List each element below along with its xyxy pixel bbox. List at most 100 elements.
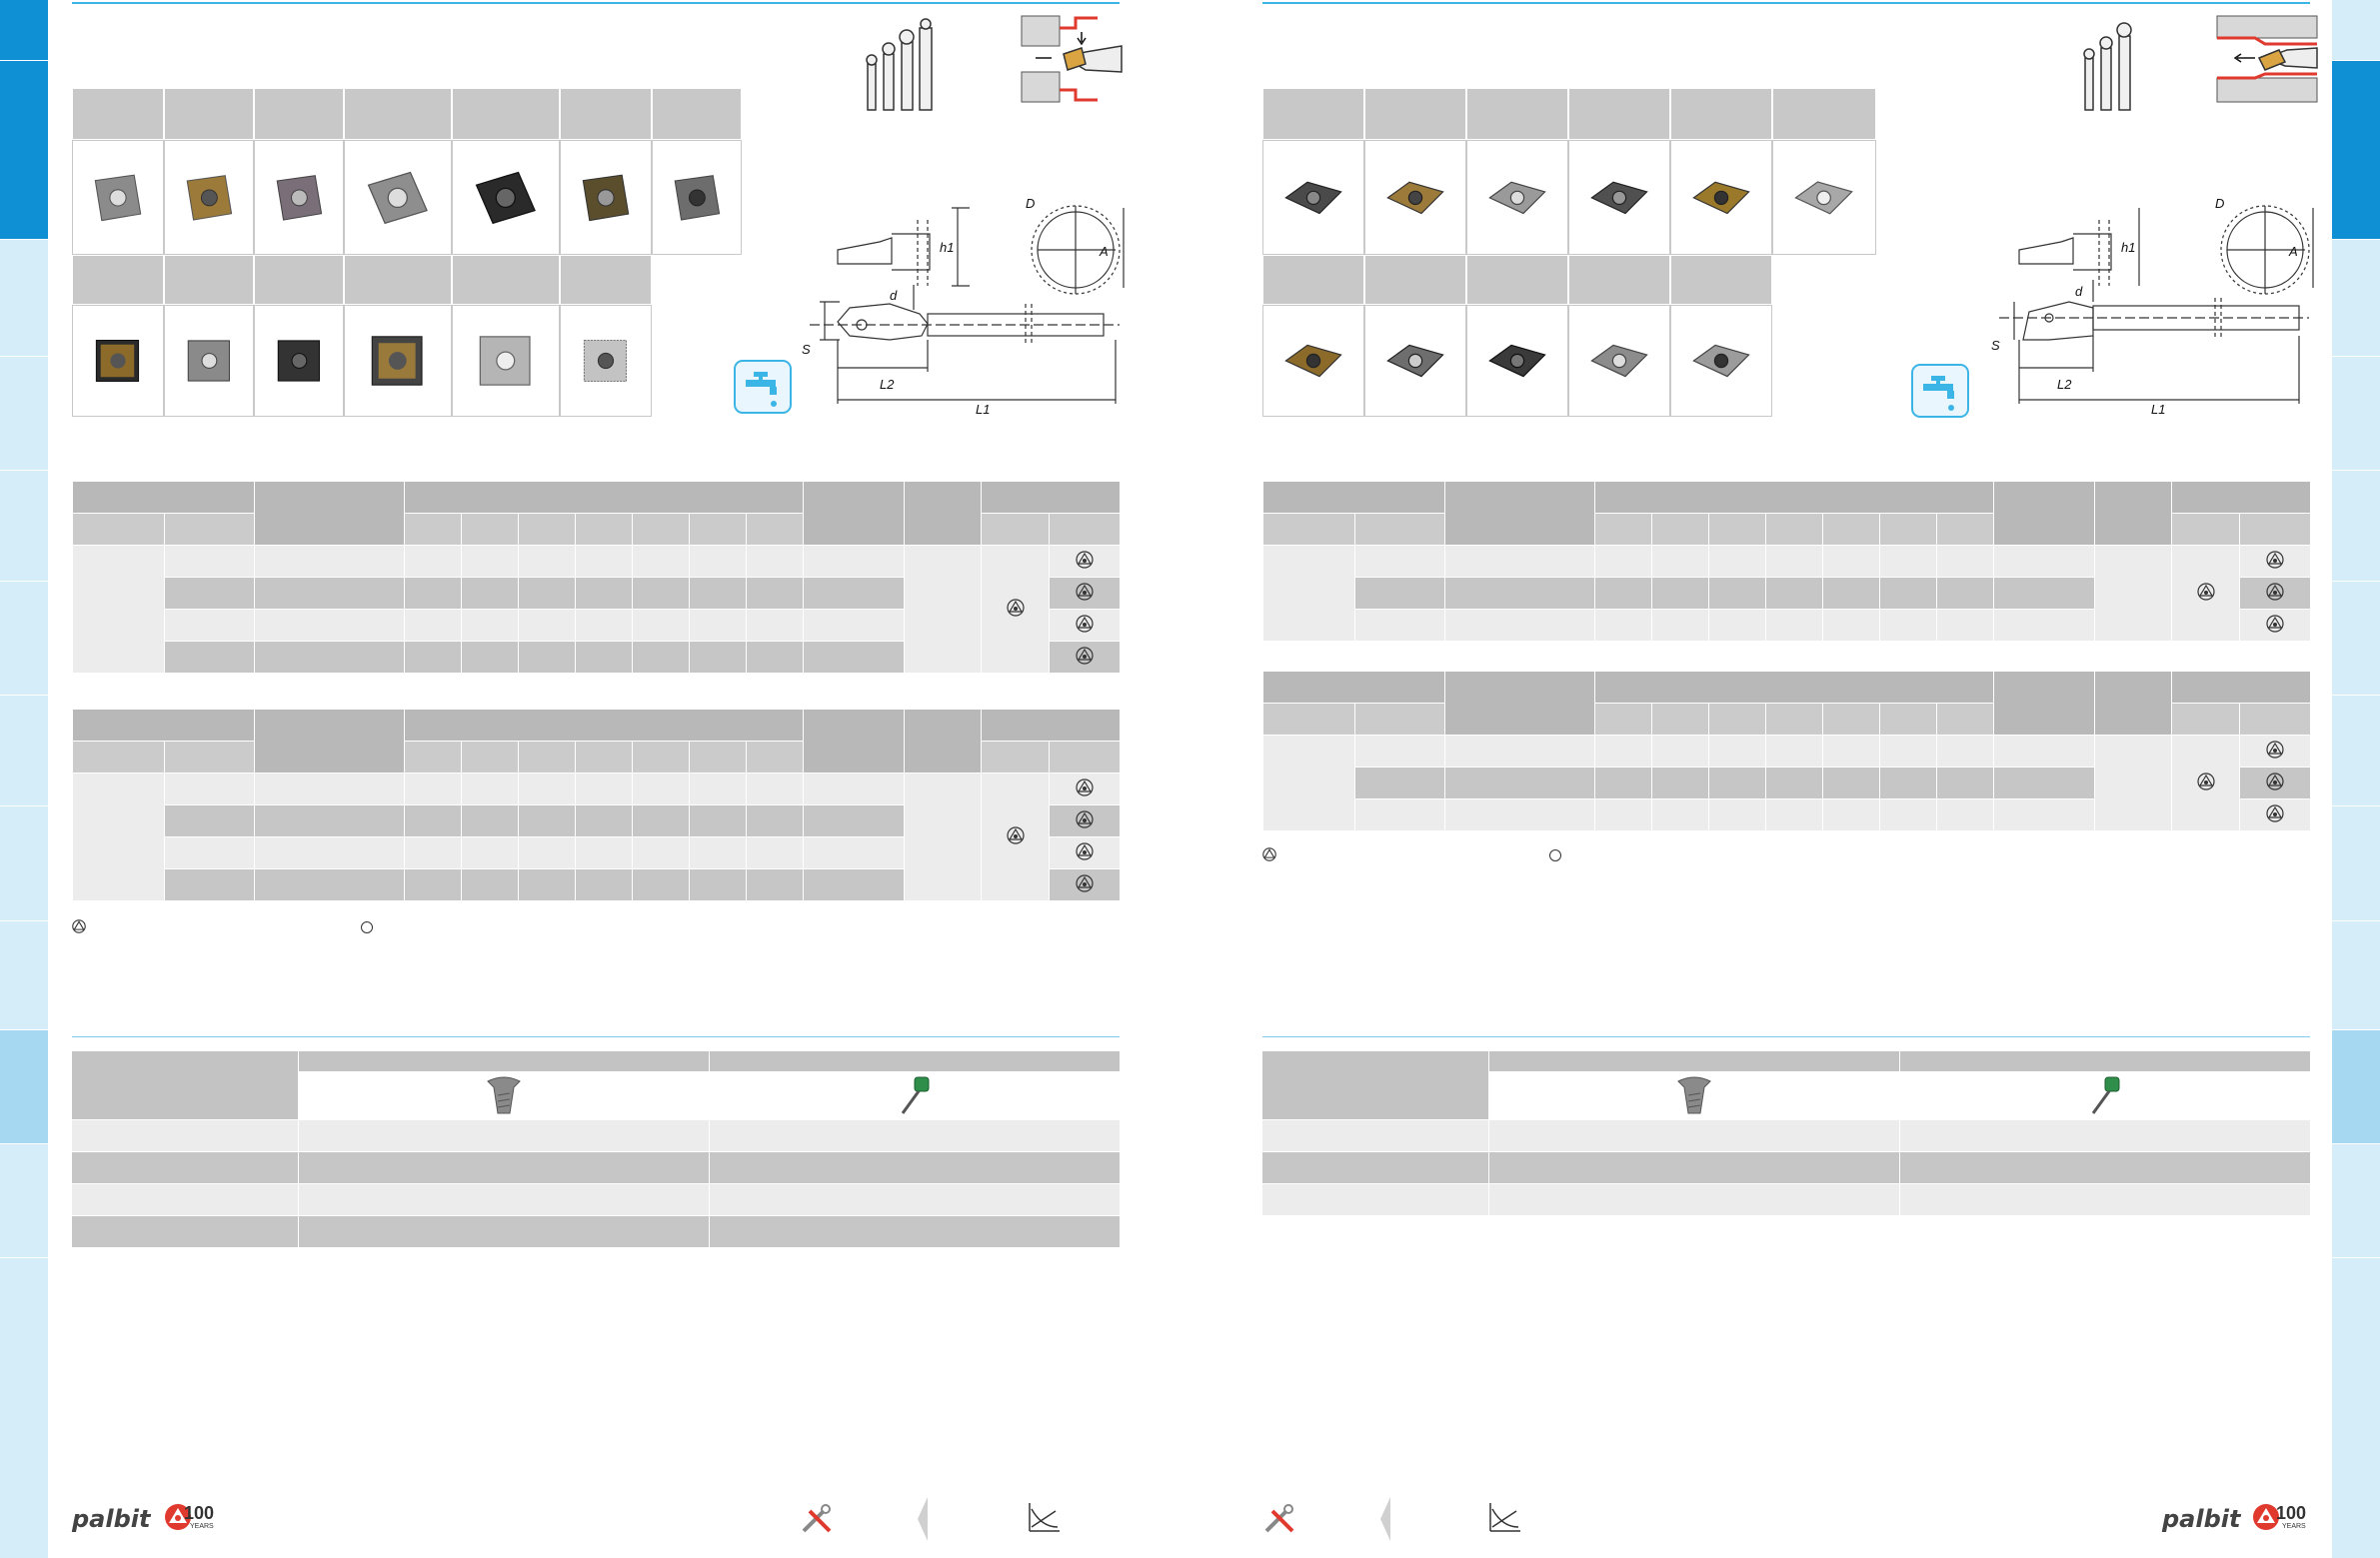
insert-image — [1466, 305, 1568, 417]
insert-header — [452, 88, 560, 140]
palbit-symbol-icon — [1076, 551, 1094, 569]
spare-header — [710, 1051, 1120, 1071]
left-table-2 — [72, 709, 1122, 901]
insert-image — [1568, 305, 1670, 417]
tools-icon[interactable] — [1262, 1503, 1298, 1535]
insert-photo-icon — [1692, 181, 1750, 214]
dim-S-label: S — [802, 342, 811, 357]
side-tab-4[interactable] — [0, 470, 48, 581]
palbit-symbol-icon — [165, 1504, 191, 1530]
side-tab-r2[interactable] — [2332, 239, 2380, 356]
cutting-data-chart-icon[interactable] — [1026, 1501, 1062, 1533]
side-tab-5[interactable] — [0, 581, 48, 695]
side-tab-r9[interactable] — [2332, 1029, 2380, 1143]
chevron-left-icon[interactable] — [918, 1497, 928, 1541]
torx-screw-icon — [487, 1076, 521, 1114]
footer-right: palbit 100 YEARS — [1262, 1497, 2310, 1541]
boring-bars-icon — [866, 18, 933, 111]
spare-parts-rule — [72, 1036, 1120, 1037]
left-top-rule — [72, 2, 1120, 4]
palbit-symbol-icon — [1076, 842, 1094, 860]
table-row — [1262, 1120, 2310, 1151]
dim-A-label: A — [2288, 244, 2298, 259]
right-top-rule — [1262, 2, 2310, 4]
insert-image — [1364, 140, 1466, 255]
insert-photo-icon — [187, 340, 230, 382]
legend-circle-icon — [1549, 849, 1561, 861]
tools-icon[interactable] — [800, 1503, 836, 1535]
anniversary-number: 100 — [184, 1503, 215, 1523]
insert-header — [560, 88, 652, 140]
insert-photo-icon — [1386, 344, 1444, 378]
side-tab-r10[interactable] — [2332, 1143, 2380, 1257]
insert-header — [652, 88, 742, 140]
side-tab-9[interactable] — [0, 1029, 48, 1143]
insert-header — [452, 255, 560, 305]
insert-photo-icon — [186, 174, 232, 221]
side-tab-r11[interactable] — [2332, 1257, 2380, 1558]
side-tab-10[interactable] — [0, 1143, 48, 1257]
key-cell — [1900, 1071, 2310, 1119]
side-tab-2[interactable] — [0, 239, 48, 356]
side-tab-7[interactable] — [0, 805, 48, 920]
side-tab-6[interactable] — [0, 695, 48, 805]
internal-turning-icon — [1021, 15, 1123, 103]
insert-header — [254, 255, 344, 305]
table-row — [73, 868, 1122, 901]
side-tab-r5[interactable] — [2332, 581, 2380, 695]
side-tab-r0[interactable] — [2332, 0, 2380, 60]
table-row — [1262, 1152, 2310, 1183]
insert-image — [72, 140, 164, 255]
side-tab-1[interactable] — [0, 60, 48, 239]
insert-image — [1466, 140, 1568, 255]
palbit-symbol-icon — [1076, 810, 1094, 828]
palbit-symbol-icon — [1262, 847, 1276, 861]
insert-photo-icon — [94, 174, 142, 221]
cutting-data-chart-icon[interactable] — [1486, 1501, 1522, 1533]
insert-header — [560, 255, 652, 305]
insert-photo-icon — [277, 340, 320, 382]
palbit-symbol-icon — [1006, 826, 1025, 844]
side-tab-r6[interactable] — [2332, 695, 2380, 805]
palbit-symbol-icon — [1076, 647, 1094, 665]
side-tab-3[interactable] — [0, 356, 48, 470]
side-tab-r4[interactable] — [2332, 470, 2380, 581]
anniversary-word: YEARS — [2282, 1523, 2306, 1530]
side-tab-8[interactable] — [0, 920, 48, 1029]
palbit-symbol-icon — [2196, 583, 2215, 601]
insert-image — [452, 305, 560, 417]
side-tab-11[interactable] — [0, 1257, 48, 1558]
palbit-symbol-icon — [2266, 804, 2284, 822]
right-table-2 — [1262, 671, 2312, 831]
table-row — [73, 641, 1122, 674]
side-tab-r1[interactable] — [2332, 60, 2380, 239]
insert-header — [254, 88, 344, 140]
insert-image — [1262, 140, 1364, 255]
anniversary-number: 100 — [2276, 1503, 2307, 1523]
palbit-symbol-icon — [1076, 874, 1094, 892]
side-tab-r8[interactable] — [2332, 920, 2380, 1029]
side-tab-r7[interactable] — [2332, 805, 2380, 920]
chevron-left-icon[interactable] — [1380, 1497, 1390, 1541]
side-tab-0[interactable] — [0, 0, 48, 60]
left-table-1 — [72, 481, 1122, 674]
insert-image — [652, 140, 742, 255]
table-row — [73, 836, 1122, 869]
legend — [1262, 847, 1276, 864]
dim-L2-label: L2 — [880, 377, 895, 392]
torx-screw-icon — [1677, 1076, 1711, 1114]
dim-h1-label: h1 — [940, 240, 954, 255]
torx-key-icon — [901, 1076, 930, 1114]
table-row — [1262, 1184, 2310, 1215]
boring-bar-drawing: D A h1 d S L2 L1 — [802, 196, 1125, 417]
boring-bars-icon — [2083, 22, 2132, 111]
spare-header — [299, 1051, 709, 1071]
spare-header-label — [72, 1051, 298, 1119]
legend-circle-icon — [361, 921, 373, 933]
insert-header — [164, 255, 254, 305]
palbit-symbol-icon — [1076, 779, 1094, 796]
insert-photo-icon — [1590, 344, 1648, 378]
insert-photo-icon — [479, 336, 531, 386]
side-tab-r3[interactable] — [2332, 356, 2380, 470]
insert-photo-icon — [1692, 344, 1750, 378]
